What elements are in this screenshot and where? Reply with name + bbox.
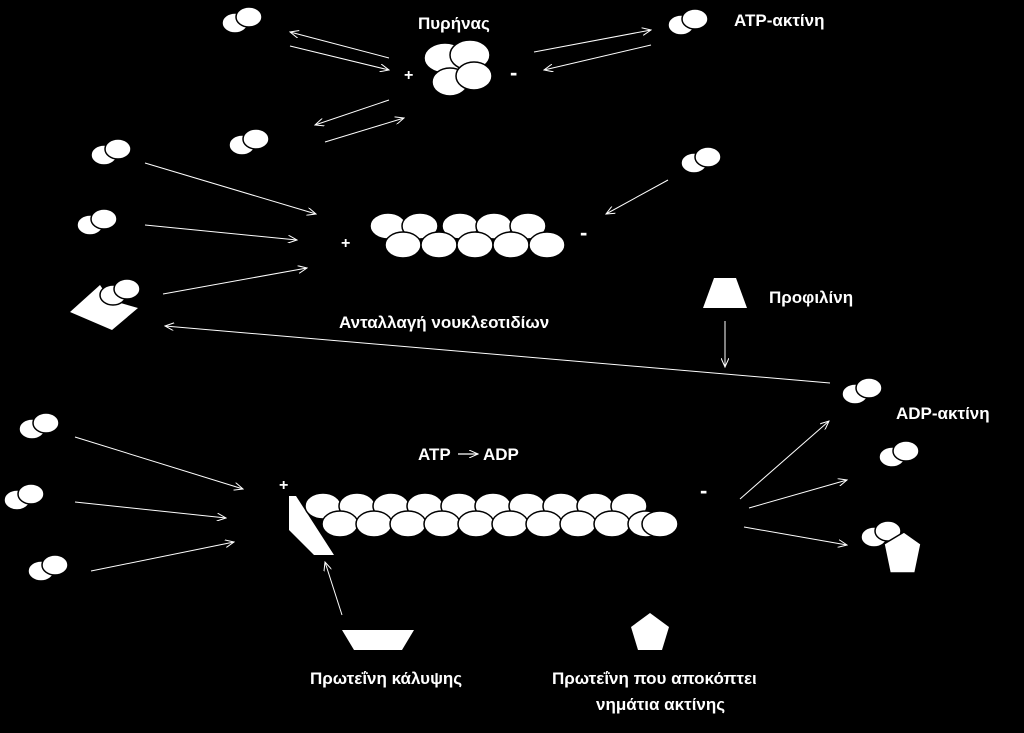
monomer-adp-actin-2 bbox=[878, 440, 920, 468]
arrow-bottom-mono3-to-plus bbox=[90, 542, 234, 572]
depolymerization-arrows bbox=[74, 421, 847, 616]
profilin-bound-monomer bbox=[70, 278, 141, 330]
arrow-minus-to-adp-actin bbox=[739, 421, 829, 500]
long-filament bbox=[304, 492, 679, 538]
monomer-right-elong bbox=[680, 146, 722, 174]
short-filament bbox=[369, 212, 566, 259]
arrow-bottom-mono1-to-plus bbox=[74, 436, 243, 489]
arrow-minus-to-monomer bbox=[748, 480, 847, 509]
severing-protein-shape bbox=[631, 613, 669, 650]
arrow-nucleus-to-monomer bbox=[290, 32, 390, 59]
atp-actin-label: ATP-ακτίνη bbox=[734, 11, 824, 30]
monomer-atp-actin-top bbox=[667, 8, 709, 36]
arrow-mono-to-minus bbox=[606, 179, 669, 214]
long-filament-minus-sign: - bbox=[700, 478, 707, 503]
monomer-bottom-left-3 bbox=[27, 554, 69, 582]
profilin-label: Προφιλίνη bbox=[769, 288, 853, 307]
nucleus-label: Πυρήνας bbox=[418, 14, 490, 33]
capping-protein-on-filament bbox=[289, 496, 334, 555]
arrow-capping-up bbox=[325, 562, 343, 616]
monomer-top-left bbox=[221, 6, 263, 34]
nucleus-minus-sign: - bbox=[510, 60, 517, 85]
profilin-shape bbox=[703, 278, 747, 308]
monomer-left-2 bbox=[76, 208, 118, 236]
capping-protein-shape bbox=[342, 630, 414, 650]
monomer-left-1 bbox=[90, 138, 132, 166]
arrow-atp-to-nucleus-minus bbox=[533, 30, 651, 53]
monomer-bottom-left-1 bbox=[18, 412, 60, 440]
arrow-up-to-nucleus bbox=[324, 118, 404, 143]
adp-actin-label: ADP-ακτίνη bbox=[896, 404, 990, 423]
long-filament-plus-sign: + bbox=[279, 477, 288, 494]
arrow-profilin-mono-to-plus bbox=[162, 268, 307, 295]
nucleotide-exchange-label: Ανταλλαγή νουκλεοτιδίων bbox=[339, 313, 549, 332]
severing-protein-label-line2: νημάτια ακτίνης bbox=[596, 695, 725, 714]
filament-plus-sign: + bbox=[341, 235, 350, 252]
nucleus-plus-sign: + bbox=[404, 67, 413, 84]
nucleus-cluster bbox=[423, 39, 493, 97]
monomer-adp-actin-1 bbox=[841, 377, 883, 405]
arrow-bottom-mono2-to-plus bbox=[74, 501, 226, 518]
adp-label: ADP bbox=[483, 445, 519, 464]
elongation-arrows bbox=[144, 162, 669, 295]
nucleation-arrows bbox=[289, 30, 652, 143]
filament-minus-sign: - bbox=[580, 220, 587, 245]
arrow-mono1-to-plus bbox=[144, 162, 316, 214]
arrow-mono2-to-plus bbox=[144, 224, 297, 240]
arrow-nucleus-down bbox=[315, 99, 390, 125]
monomer-mid-left bbox=[228, 128, 270, 156]
capping-protein-label: Πρωτεΐνη κάλυψης bbox=[310, 669, 462, 688]
arrow-nucleotide-exchange bbox=[165, 326, 831, 384]
arrow-monomer-to-nucleus bbox=[289, 45, 389, 70]
severed-monomer-group bbox=[860, 520, 922, 574]
severing-protein-label-line1: Πρωτεΐνη που αποκόπτει bbox=[552, 669, 757, 688]
monomer-bottom-left-2 bbox=[3, 483, 45, 511]
arrow-minus-to-severed bbox=[743, 526, 847, 545]
atp-label: ATP bbox=[418, 445, 451, 464]
arrow-nucleus-minus-to-atp bbox=[544, 44, 652, 70]
